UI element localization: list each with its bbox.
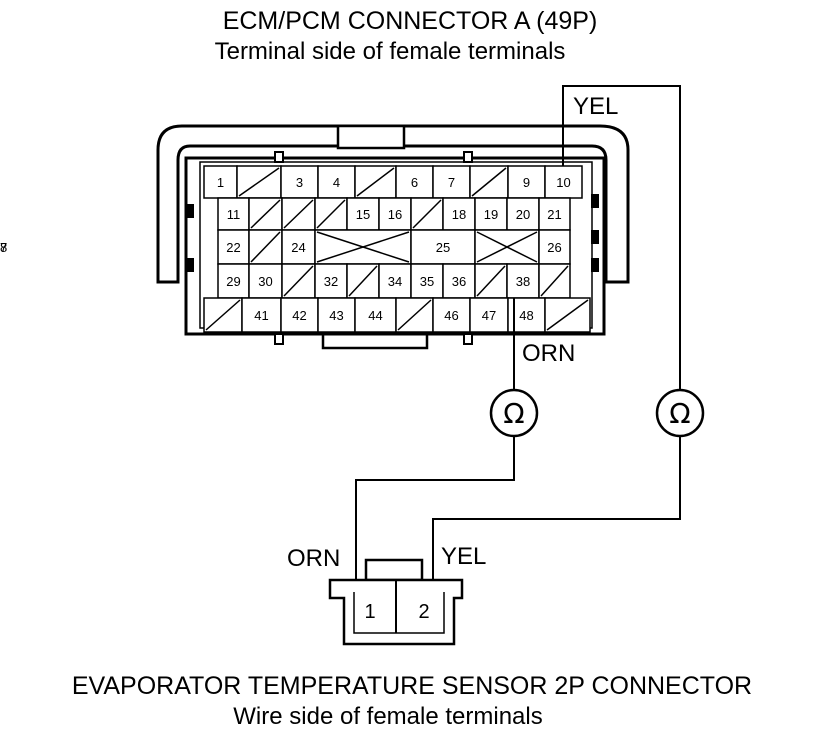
terminal-number: 41 [254, 308, 268, 323]
terminal-number: 48 [519, 308, 533, 323]
terminal-number: 22 [226, 240, 240, 255]
ecm-connector-title: ECM/PCM CONNECTOR A (49P) [223, 7, 598, 35]
sensor-connector [328, 558, 464, 646]
terminal-number: 36 [452, 274, 466, 289]
orn-wire-bottom [355, 436, 515, 580]
ecm-connector-subtitle: Terminal side of female terminals [215, 38, 566, 65]
unused-terminal-mark [348, 265, 378, 297]
ohm-symbol-icon: Ω [669, 397, 690, 430]
terminal-number: 26 [547, 240, 561, 255]
terminal-number: 18 [452, 207, 466, 222]
terminal-cell [241, 297, 282, 333]
terminal-cell [280, 297, 319, 333]
yel-wire-top-label: YEL [573, 93, 618, 120]
sensor-pin-1: 1 [364, 601, 375, 623]
ohm-symbol-icon: Ω [503, 397, 524, 430]
ohmmeter-left: Ω [489, 388, 539, 438]
terminal-number: 7 [448, 175, 455, 190]
terminal-number: 11 [227, 207, 241, 222]
terminal-number: 15 [356, 207, 370, 222]
terminal-cell [432, 165, 471, 199]
unused-terminal-mark [283, 199, 314, 229]
terminal-number: 27 [0, 240, 7, 255]
terminal-number: 25 [436, 240, 450, 255]
terminal-number: 32 [324, 274, 338, 289]
terminal-cell [507, 165, 546, 199]
terminal-number: 9 [523, 175, 530, 190]
terminal-cell [317, 297, 356, 333]
unused-terminal-mark [205, 299, 241, 331]
terminal-cell [538, 229, 571, 265]
unused-terminal-mark [471, 167, 507, 197]
terminal-number: 10 [556, 175, 570, 190]
terminal-number: 28 [0, 240, 7, 255]
blocked-cavity-mark [476, 231, 538, 263]
unused-terminal-mark [356, 167, 395, 197]
orn-wire-top-label: ORN [522, 340, 575, 367]
unused-terminal-mark [250, 199, 281, 229]
unused-terminal-mark [316, 199, 346, 229]
yel-wire-bottom [432, 436, 681, 580]
terminal-number: 3 [296, 175, 303, 190]
terminal-number: 19 [484, 207, 498, 222]
sensor-connector-subtitle: Wire side of female terminals [233, 703, 542, 730]
unused-terminal-mark [283, 265, 314, 297]
terminal-number: 6 [411, 175, 418, 190]
terminal-cell [432, 297, 471, 333]
terminal-number: 38 [516, 274, 530, 289]
unused-terminal-mark [250, 231, 281, 263]
terminal-number: 29 [226, 274, 240, 289]
terminal-number: 1 [217, 175, 224, 190]
terminal-number: 34 [388, 274, 402, 289]
terminal-number: 44 [368, 308, 382, 323]
terminal-number: 30 [258, 274, 272, 289]
terminal-number: 4 [333, 175, 340, 190]
unused-terminal-mark [546, 299, 589, 331]
terminal-number: 24 [291, 240, 305, 255]
terminal-number: 47 [482, 308, 496, 323]
terminal-cell [538, 197, 571, 231]
terminal-number: 35 [420, 274, 434, 289]
terminal-number: 21 [547, 207, 561, 222]
terminal-cell [354, 297, 397, 333]
ecm-terminal-grid: 1346791011151618192021222425262728293032… [0, 165, 591, 333]
yel-wire-top [562, 85, 681, 392]
terminal-number: 16 [388, 207, 402, 222]
unused-terminal-mark [397, 299, 432, 331]
unused-terminal-mark [238, 167, 280, 197]
blocked-cavity-mark [316, 231, 410, 263]
ohmmeter-right: Ω [655, 388, 705, 438]
unused-terminal-mark [540, 265, 569, 297]
unused-terminal-mark [412, 199, 442, 229]
terminal-number: 46 [444, 308, 458, 323]
terminal-number: 43 [329, 308, 343, 323]
sensor-connector-title: EVAPORATOR TEMPERATURE SENSOR 2P CONNECT… [72, 672, 752, 700]
orn-wire-bottom-label: ORN [287, 545, 340, 572]
unused-terminal-mark [476, 265, 506, 297]
sensor-pin-2: 2 [418, 601, 429, 623]
terminal-cell [248, 263, 283, 299]
terminal-cell [378, 263, 412, 299]
terminal-number: 42 [292, 308, 306, 323]
yel-wire-bottom-label: YEL [441, 543, 486, 570]
terminal-number: 20 [516, 207, 530, 222]
